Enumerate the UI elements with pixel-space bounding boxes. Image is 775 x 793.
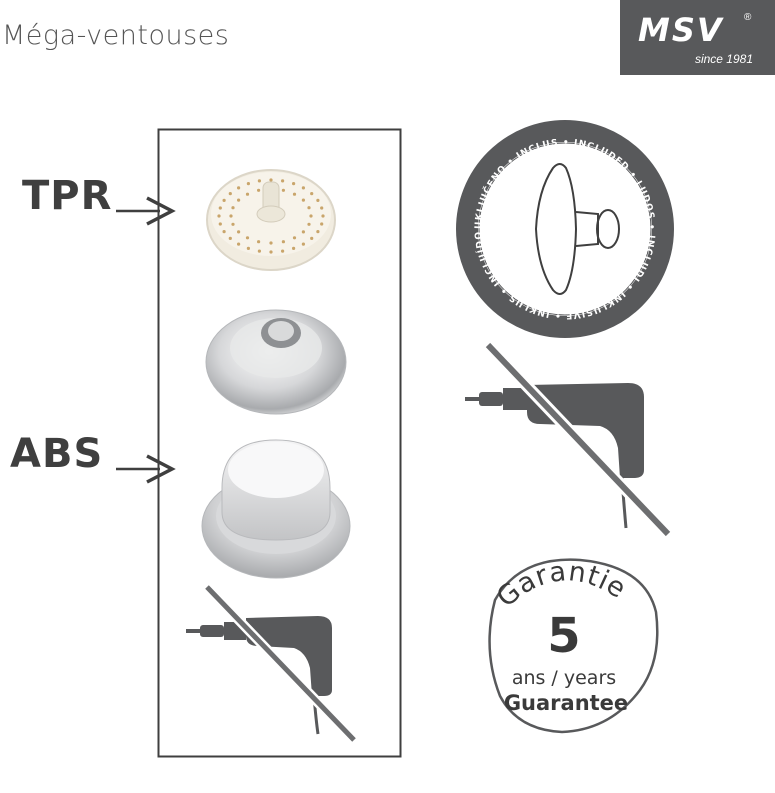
cup-dot [245,236,250,240]
cup-dot [301,242,305,246]
guarantee-years: 5 [547,608,580,664]
cup-dot [218,206,222,210]
cup-dot [281,179,285,183]
cup-dot [310,192,314,196]
cup-dot [292,236,297,240]
cup-dot [292,192,297,196]
cup-dot [321,214,325,218]
no-drill-icon [186,583,358,744]
cup-dot [269,178,273,182]
cup-dot [301,186,305,190]
cup-dot [231,206,235,210]
cup-dot [316,198,320,202]
cup-dot [237,242,241,246]
guarantee-word-en: Guarantee [504,691,628,715]
arrow-icon [116,454,176,484]
cup-dot [237,186,241,190]
cup-dot [257,240,261,244]
abs-label: ABS [10,431,104,477]
cup-dot [310,236,314,240]
cup-dot [222,230,226,234]
cup-dot [307,222,311,226]
cup-dot [307,206,311,210]
tpr-label: TPR [22,173,113,219]
cup-dot [257,179,261,183]
arrow-icon [116,196,176,226]
cup-dot [245,192,250,196]
no-drill-icon [465,340,673,539]
metal-suction-cup-image [205,309,347,415]
brand-registered-mark: ® [744,12,752,23]
guarantee-badge-icon: Garantie 5 ans / years Guarantee [488,556,659,734]
brand-since: since 1981 [694,52,753,66]
included-badge: UKLJUČENO • INCLUS • INCLUDED • LUDOS • … [0,0,674,338]
abs-suction-cup-image [201,439,351,579]
cup-dot [292,246,296,250]
cup-dot [309,214,313,218]
cup-dot [231,222,235,226]
cup-dot [229,214,233,218]
suction-cup-icon [534,163,620,295]
cup-dot [269,241,273,245]
cup-dot [246,246,250,250]
cup-dot [301,198,305,202]
cup-dot [257,188,261,192]
product-frame [157,128,402,758]
cup-dot [316,230,320,234]
guarantee-units: ans / years [512,667,616,689]
cup-dot [246,182,250,186]
cup-dot [218,222,222,226]
cup-dot [320,222,324,226]
tpr-suction-cup-image [206,169,336,271]
brand-logo: MSV ® since 1981 [620,0,775,75]
cup-dot [222,198,226,202]
page-title: Méga-ventouses [2,20,230,51]
brand-name: MSV [638,11,724,49]
cup-dot [228,192,232,196]
cup-dot [281,240,285,244]
cup-dot [217,214,221,218]
cup-dot [320,206,324,210]
cup-dot [228,236,232,240]
cup-dot [292,182,296,186]
cup-dot [257,249,261,253]
cup-dot [237,198,241,202]
cup-dot [237,230,241,234]
cup-dot [301,230,305,234]
cup-dot [269,250,273,254]
cup-dot [281,188,285,192]
cup-dot [281,249,285,253]
